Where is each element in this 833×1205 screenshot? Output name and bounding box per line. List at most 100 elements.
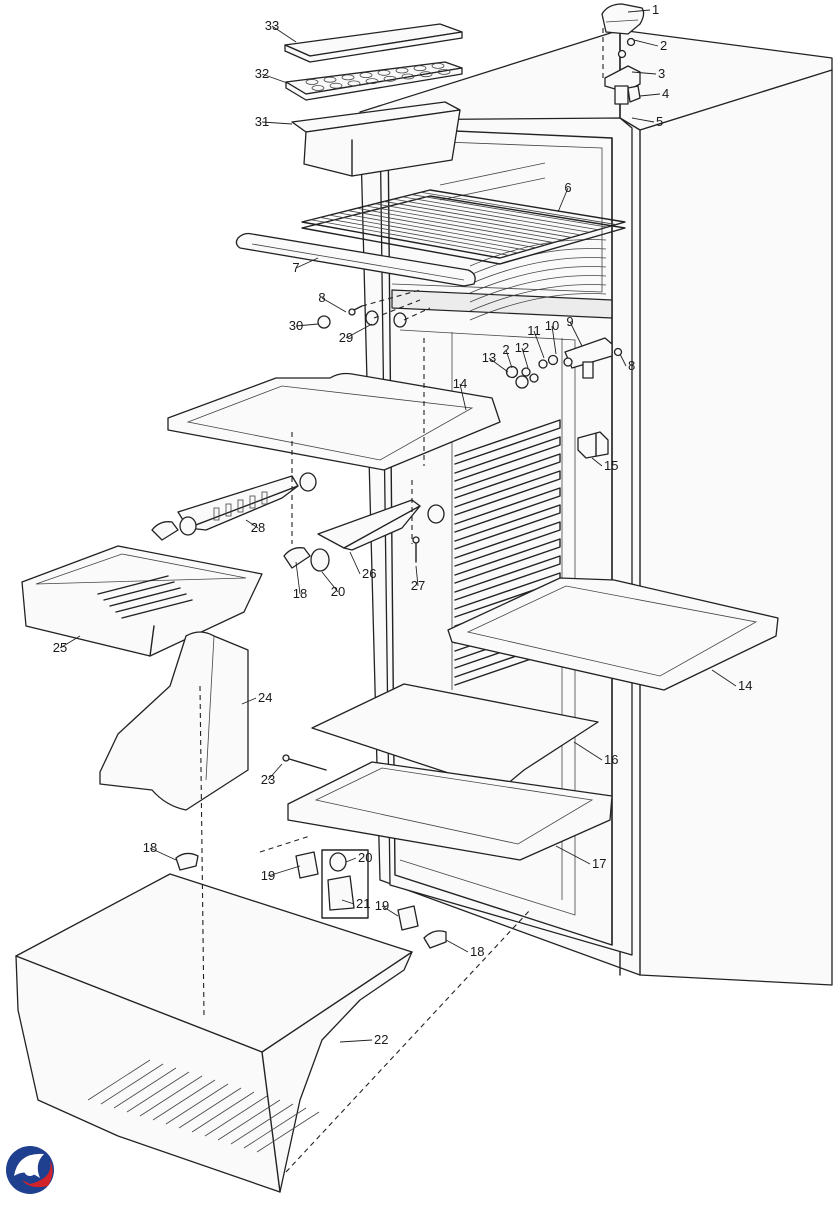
callout-leader — [267, 763, 283, 781]
callout-leader — [149, 847, 177, 861]
callout-label-c2b: 2 — [502, 342, 509, 357]
callout-leader — [295, 323, 319, 327]
drawer-divider — [99, 631, 249, 811]
callout-label-c9: 9 — [566, 314, 573, 329]
callout-label-c14a: 14 — [453, 376, 467, 391]
callout-leader — [591, 457, 603, 467]
door-stop-parts — [317, 289, 431, 329]
wire-shelf — [301, 189, 626, 265]
callout-leader — [573, 741, 603, 761]
callout-label-c20b: 20 — [358, 850, 372, 865]
callout-label-c18a: 18 — [293, 586, 307, 601]
callout-label-c32: 32 — [255, 66, 269, 81]
callout-leader — [533, 330, 545, 359]
callout-label-c28: 28 — [251, 520, 265, 535]
callout-label-c15: 15 — [604, 458, 618, 473]
freezer-floor-ribs — [469, 239, 607, 321]
callout-label-c13: 13 — [482, 350, 496, 365]
middle-hinge-assembly — [505, 337, 623, 389]
callout-label-c24: 24 — [258, 690, 272, 705]
callout-label-c16: 16 — [604, 752, 618, 767]
brand-swirl-logo-icon — [6, 1146, 54, 1194]
callout-label-c5: 5 — [656, 114, 663, 129]
callout-leader — [459, 383, 467, 411]
callout-label-c12: 12 — [515, 340, 529, 355]
callout-leader — [295, 561, 301, 595]
callout-label-c11: 11 — [527, 323, 541, 338]
callout-label-c27: 27 — [411, 578, 425, 593]
callout-leader — [505, 349, 513, 369]
callout-leader — [631, 117, 655, 123]
callout-label-c14b: 14 — [738, 678, 752, 693]
callout-leader — [639, 93, 661, 97]
callout-leader — [381, 905, 399, 917]
callout-label-c19a: 19 — [261, 868, 275, 883]
callout-label-c17: 17 — [592, 856, 606, 871]
callout-leader — [633, 39, 659, 47]
callout-leader — [321, 297, 347, 313]
small-crisper-drawer — [21, 545, 263, 657]
callout-label-c2a: 2 — [660, 38, 667, 53]
support-pin — [282, 754, 327, 771]
callout-leader — [241, 697, 257, 705]
freezer-box — [291, 101, 461, 177]
callout-leader — [557, 187, 569, 213]
callout-label-c25: 25 — [53, 640, 67, 655]
callout-label-c8b: 8 — [628, 358, 635, 373]
callout-label-c21: 21 — [356, 896, 370, 911]
callout-leader — [261, 73, 291, 85]
callout-leader — [267, 865, 301, 877]
callout-label-c23: 23 — [261, 772, 275, 787]
drawer-rollers — [295, 849, 419, 931]
screw — [412, 536, 420, 563]
callout-label-c10: 10 — [545, 318, 559, 333]
drawer-rail-left — [177, 472, 317, 536]
ice-tray — [285, 61, 463, 101]
shelf-front-trim — [235, 232, 476, 287]
callout-leader — [711, 669, 737, 687]
glass-shelf-upper — [167, 372, 501, 471]
callout-leader — [627, 9, 651, 13]
glass-shelf-lower — [447, 577, 779, 691]
callout-leader — [619, 353, 627, 367]
callout-leader — [341, 899, 355, 905]
callout-leader — [631, 71, 657, 75]
callout-leader — [345, 857, 357, 863]
callout-label-c7: 7 — [292, 260, 299, 275]
callout-leader — [555, 845, 591, 865]
callout-leader — [415, 565, 419, 587]
crisper-cover-frame — [287, 761, 613, 861]
callout-leader — [569, 321, 583, 347]
callout-label-c19b: 19 — [375, 898, 389, 913]
callout-leader — [295, 257, 319, 269]
callout-label-c18c: 18 — [470, 944, 484, 959]
callout-leader — [271, 25, 297, 43]
callout-label-c30: 30 — [289, 318, 303, 333]
callout-leader — [488, 357, 509, 373]
callout-label-c3: 3 — [658, 66, 665, 81]
callout-label-c1: 1 — [652, 2, 659, 17]
callout-leader — [59, 635, 81, 649]
callout-label-c4: 4 — [662, 86, 669, 101]
callout-leader — [445, 939, 469, 953]
callout-label-c8a: 8 — [318, 290, 325, 305]
callout-leader — [261, 121, 293, 125]
callout-leader — [349, 551, 361, 575]
light-switch — [577, 431, 609, 459]
drawer-rail-right — [310, 499, 445, 572]
large-crisper-drawer — [15, 873, 413, 1193]
callout-leader — [521, 347, 529, 369]
callout-label-c33: 33 — [265, 18, 279, 33]
callout-label-c31: 31 — [255, 114, 269, 129]
ice-tray-lid — [284, 23, 463, 63]
rail-clips — [151, 521, 447, 949]
callout-leader — [339, 1039, 373, 1043]
callout-label-c26: 26 — [362, 566, 376, 581]
callout-leader — [551, 325, 557, 355]
callout-label-c29: 29 — [339, 330, 353, 345]
callout-leader — [245, 519, 259, 529]
callout-label-c20a: 20 — [331, 584, 345, 599]
callout-label-c18b: 18 — [143, 840, 157, 855]
